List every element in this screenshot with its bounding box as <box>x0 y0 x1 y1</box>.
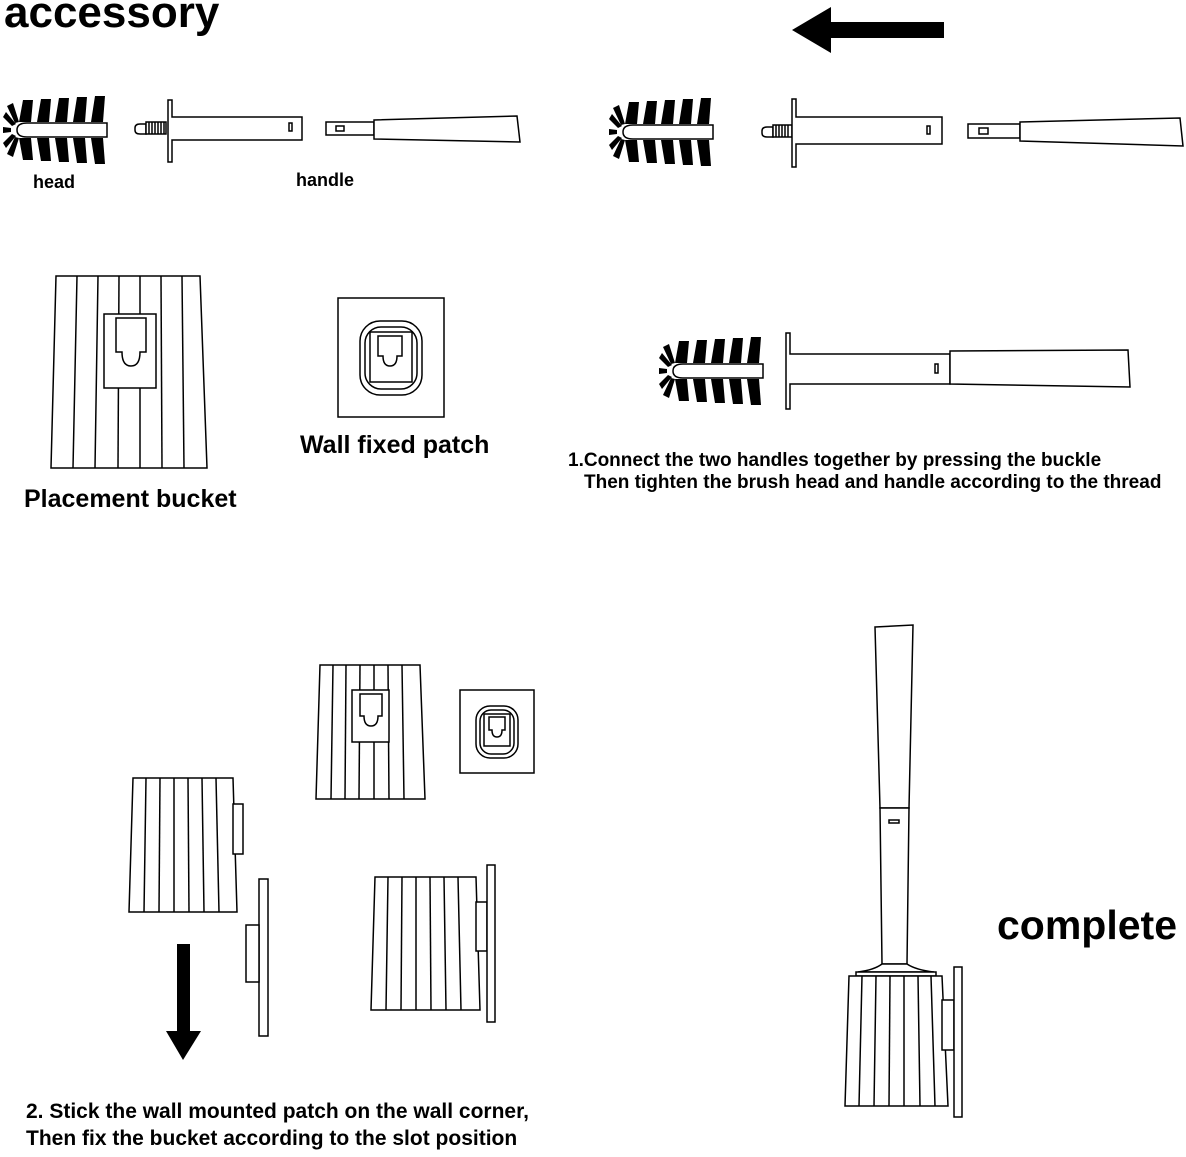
step2-line1: 2. Stick the wall mounted patch on the w… <box>26 1100 529 1123</box>
step1-line2: Then tighten the brush head and handle a… <box>584 471 1162 493</box>
small-bucket <box>315 664 426 800</box>
complete-assembly <box>844 624 963 1118</box>
page-title: accessory <box>4 0 220 37</box>
arrow-left-icon <box>792 7 944 53</box>
wall-patch-label: Wall fixed patch <box>300 431 490 459</box>
bucket-label: Placement bucket <box>24 485 237 513</box>
handle-lower-exploded <box>967 117 1184 147</box>
bucket-side-view <box>128 777 244 913</box>
step1-line1: 1.Connect the two handles together by pr… <box>568 450 1102 471</box>
head-label: head <box>33 172 76 192</box>
bucket-mounted <box>370 864 496 1023</box>
brush-head-part <box>2 95 108 165</box>
complete-label: complete <box>997 902 1177 948</box>
handle-upper-part <box>134 99 303 163</box>
small-patch <box>459 689 535 774</box>
wall-plate-with-patch <box>245 878 269 1037</box>
handle-label: handle <box>296 170 355 190</box>
assembled-brush <box>658 332 1131 410</box>
step2-instructions: 2. Stick the wall mounted patch on the w… <box>26 1100 529 1154</box>
step1-instructions: 1.Connect the two handles together by pr… <box>568 450 1161 494</box>
arrow-down-icon <box>166 944 201 1060</box>
step2-line2: Then fix the bucket according to the slo… <box>26 1127 518 1151</box>
handle-upper-exploded <box>761 98 943 168</box>
wall-fixed-patch <box>337 297 445 418</box>
brush-head-exploded <box>608 97 714 167</box>
placement-bucket <box>50 275 208 469</box>
handle-lower-part <box>325 115 521 143</box>
